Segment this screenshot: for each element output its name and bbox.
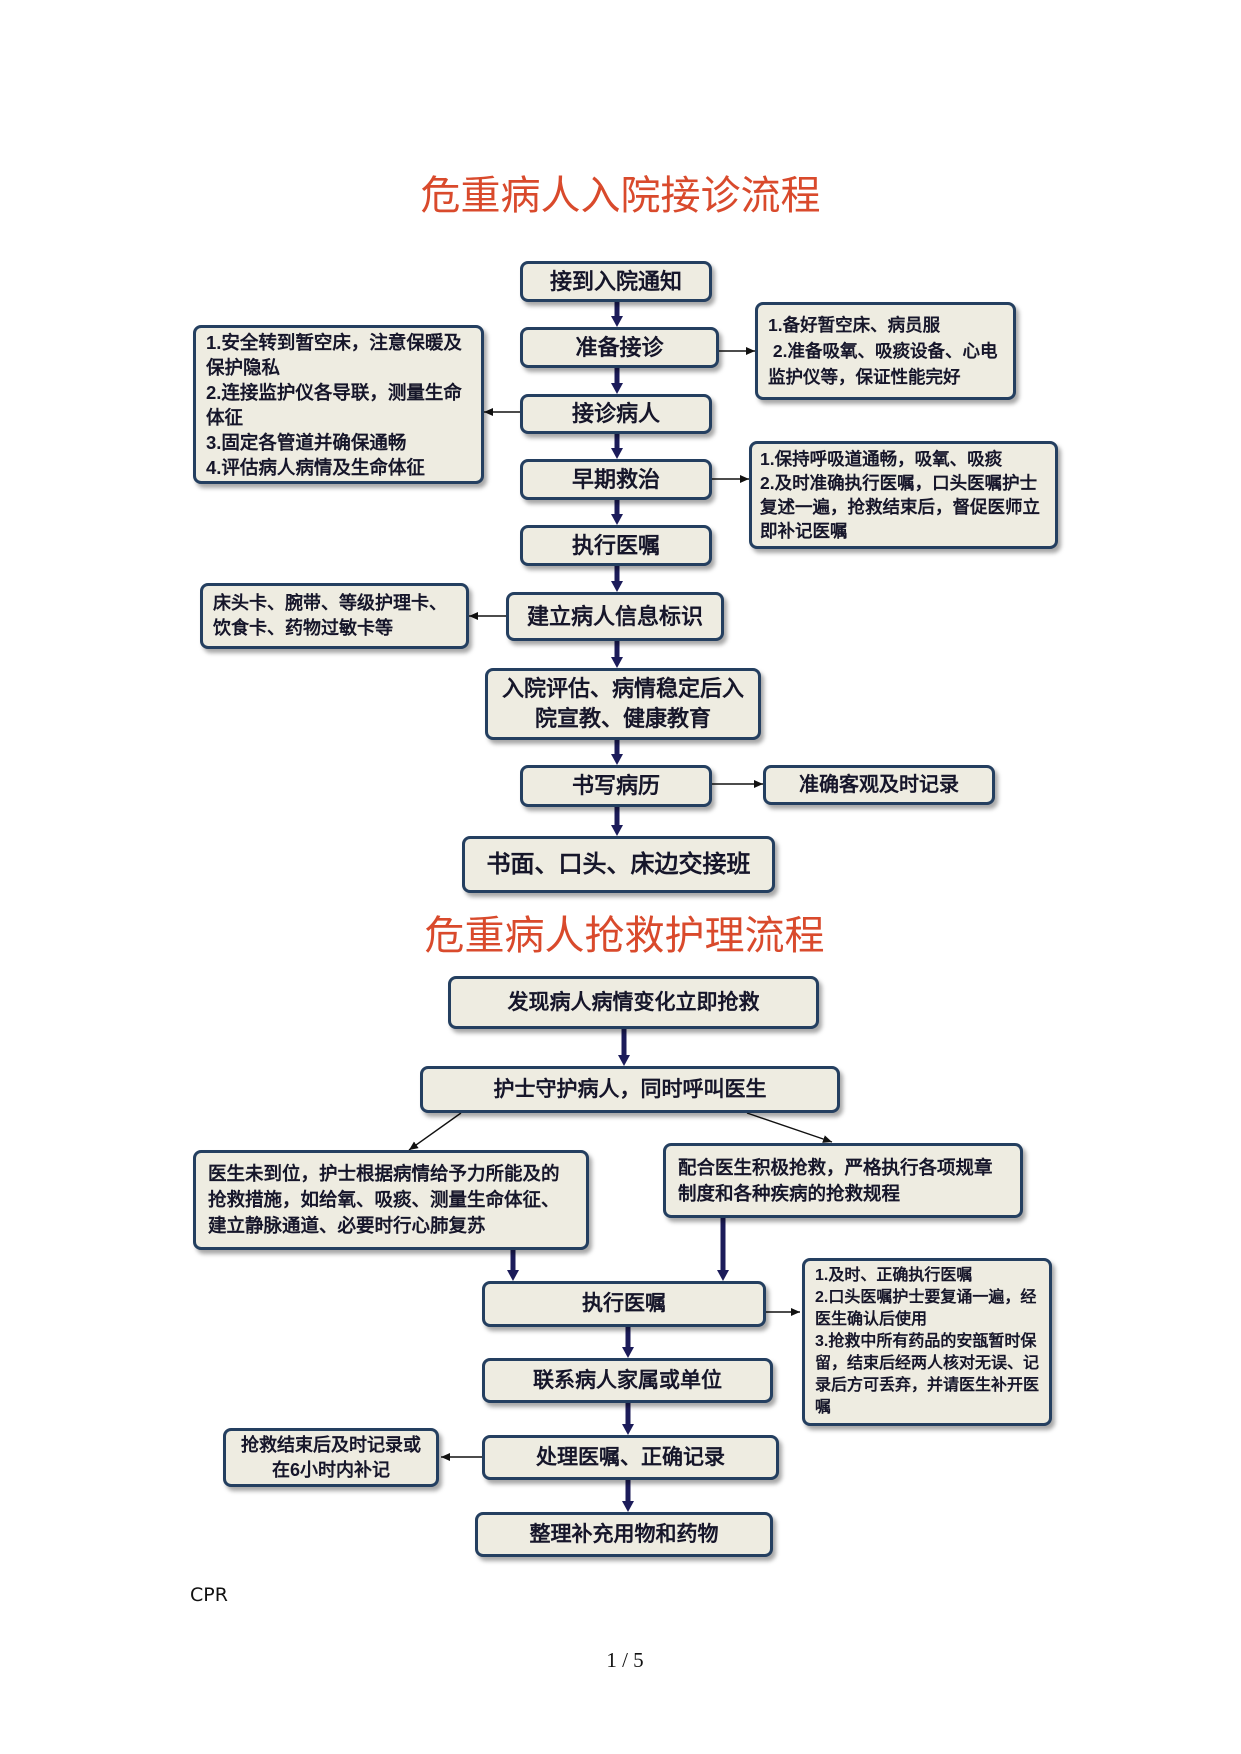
note-item: 抢救结束后及时记录或在6小时内补记	[241, 1434, 421, 1480]
step-patient-identification: 建立病人信息标识	[506, 592, 724, 641]
step-admission-notice: 接到入院通知	[520, 261, 712, 302]
branch-doctor-present: 配合医生积极抢救，严格执行各项规章制度和各种疾病的抢救规程	[663, 1143, 1023, 1218]
cpr-label: CPR	[190, 1584, 228, 1606]
step-write-records: 书写病历	[520, 765, 712, 807]
note-item: 1.保持呼吸道通畅，吸氧、吸痰	[760, 449, 1003, 469]
note-item: 配合医生积极抢救，严格执行各项规章制度和各种疾病的抢救规程	[678, 1156, 993, 1204]
step-execute-orders: 执行医嘱	[482, 1281, 766, 1327]
note-item: 1.及时、正确执行医嘱	[815, 1267, 973, 1284]
note-record-requirements: 准确客观及时记录	[763, 765, 995, 805]
note-item: 3.固定各管道并确保通畅	[206, 431, 407, 453]
arrow-diagonal-left	[408, 1112, 462, 1151]
flow1-title: 危重病人入院接诊流程	[420, 173, 821, 218]
note-item: 2.连接监护仪各导联，测量生命体征	[206, 381, 462, 428]
arrow-diagonal-right	[746, 1112, 833, 1143]
flow1-connectors	[469, 302, 763, 836]
step-receive-patient: 接诊病人	[520, 394, 712, 434]
note-identification-cards: 床头卡、腕带、等级护理卡、饮食卡、药物过敏卡等	[200, 583, 469, 649]
note-record-deadline: 抢救结束后及时记录或在6小时内补记	[223, 1428, 439, 1487]
step-early-rescue: 早期救治	[520, 459, 712, 500]
flow2-title: 危重病人抢救护理流程	[424, 913, 825, 958]
note-receive-items: 1.安全转到暂空床，注意保暖及保护隐私 2.连接监护仪各导联，测量生命体征 3.…	[193, 325, 484, 484]
step-restock-supplies: 整理补充用物和药物	[475, 1512, 773, 1557]
branch-doctor-absent: 医生未到位，护士根据病情给予力所能及的抢救措施，如给氧、吸痰、测量生命体征、建立…	[193, 1150, 589, 1250]
note-item: 2.口头医嘱护士要复诵一遍，经医生确认后使用	[815, 1289, 1037, 1328]
note-prepare-items: 1.备好暂空床、病员服 2.准备吸氧、吸痰设备、心电监护仪等，保证性能完好	[755, 302, 1016, 400]
step-handover: 书面、口头、床边交接班	[462, 836, 775, 893]
note-early-rescue-items: 1.保持呼吸道通畅，吸氧、吸痰 2.及时准确执行医嘱，口头医嘱护士复述一遍，抢救…	[749, 441, 1058, 549]
step-nurse-call-doctor: 护士守护病人，同时呼叫医生	[420, 1066, 840, 1113]
note-item: 2.及时准确执行医嘱，口头医嘱护士复述一遍，抢救结束后，督促医师立即补记医嘱	[760, 473, 1040, 541]
step-execute-orders: 执行医嘱	[520, 525, 712, 566]
note-item: 3.抢救中所有药品的安瓿暂时保留，结束后经两人核对无误、记录后方可丢弃，并请医生…	[815, 1333, 1040, 1416]
step-detect-change: 发现病人病情变化立即抢救	[448, 976, 819, 1029]
note-item: 2.准备吸氧、吸痰设备、心电监护仪等，保证性能完好	[768, 341, 998, 387]
note-item: 医生未到位，护士根据病情给予力所能及的抢救措施，如给氧、吸痰、测量生命体征、建立…	[208, 1163, 560, 1236]
note-item: 4.评估病人病情及生命体征	[206, 456, 425, 478]
note-item: 1.安全转到暂空床，注意保暖及保护隐私	[206, 331, 462, 378]
step-assessment-education: 入院评估、病情稳定后入院宣教、健康教育	[485, 668, 761, 740]
note-order-rules: 1.及时、正确执行医嘱 2.口头医嘱护士要复诵一遍，经医生确认后使用 3.抢救中…	[802, 1258, 1052, 1426]
flow2-connectors	[408, 1029, 833, 1512]
note-item: 床头卡、腕带、等级护理卡、饮食卡、药物过敏卡等	[213, 593, 447, 638]
page-number: 1 / 5	[606, 1648, 644, 1672]
step-prepare-reception: 准备接诊	[520, 327, 719, 368]
note-item: 1.备好暂空床、病员服	[768, 315, 941, 335]
step-handle-orders-records: 处理医嘱、正确记录	[482, 1435, 779, 1480]
step-contact-family: 联系病人家属或单位	[482, 1358, 773, 1403]
